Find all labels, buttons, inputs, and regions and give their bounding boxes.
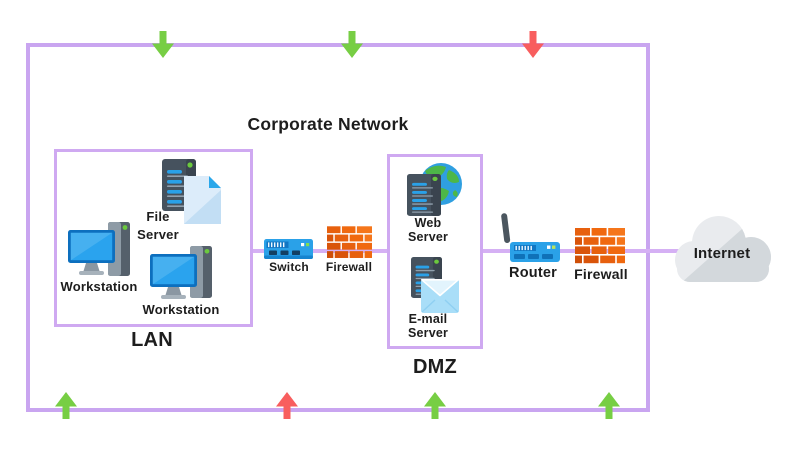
email-server-label-line1: E-mail bbox=[408, 312, 448, 326]
dmz-label: DMZ bbox=[413, 356, 457, 378]
web-server-label-line1: Web bbox=[414, 216, 442, 230]
arrow-down-icon bbox=[522, 31, 544, 58]
switch-label: Switch bbox=[269, 260, 309, 274]
file-server-label: File Server bbox=[113, 208, 203, 243]
cloud-icon bbox=[675, 216, 771, 282]
lan-label: LAN bbox=[131, 329, 173, 351]
email-server-label: E-mail Server bbox=[383, 312, 473, 340]
router-label: Router bbox=[509, 265, 557, 281]
workstation2-label: Workstation bbox=[142, 302, 220, 317]
file-server-label-line2: Server bbox=[137, 226, 179, 242]
network-switch-icon bbox=[264, 239, 313, 259]
arrow-up-icon bbox=[424, 392, 446, 419]
arrow-up-icon bbox=[276, 392, 298, 419]
internet-label: Internet bbox=[693, 245, 751, 262]
dmz-zone-box bbox=[387, 154, 483, 349]
server-tower-icon bbox=[407, 174, 441, 216]
diagram-title: Corporate Network bbox=[247, 114, 409, 134]
web-server-label: Web Server bbox=[383, 216, 473, 244]
workstation-monitor-icon bbox=[68, 230, 115, 275]
file-server-label-line1: File bbox=[146, 209, 170, 224]
firewall-outer-label: Firewall bbox=[574, 266, 628, 282]
email-server-label-line2: Server bbox=[407, 326, 449, 340]
workstation-monitor-icon bbox=[150, 254, 197, 299]
web-server-label-line2: Server bbox=[407, 230, 449, 244]
wifi-router-icon bbox=[501, 213, 560, 262]
firewall-inner-label: Firewall bbox=[325, 260, 373, 274]
arrow-down-icon bbox=[152, 31, 174, 58]
corporate-network-border bbox=[26, 43, 650, 412]
arrow-up-icon bbox=[55, 392, 77, 419]
brick-firewall-icon bbox=[327, 226, 372, 258]
arrow-up-icon bbox=[598, 392, 620, 419]
workstation1-label: Workstation bbox=[60, 279, 138, 294]
email-envelope-icon bbox=[421, 279, 459, 313]
brick-firewall-icon bbox=[575, 228, 625, 264]
file-document-icon bbox=[184, 176, 221, 224]
arrow-down-icon bbox=[341, 31, 363, 58]
